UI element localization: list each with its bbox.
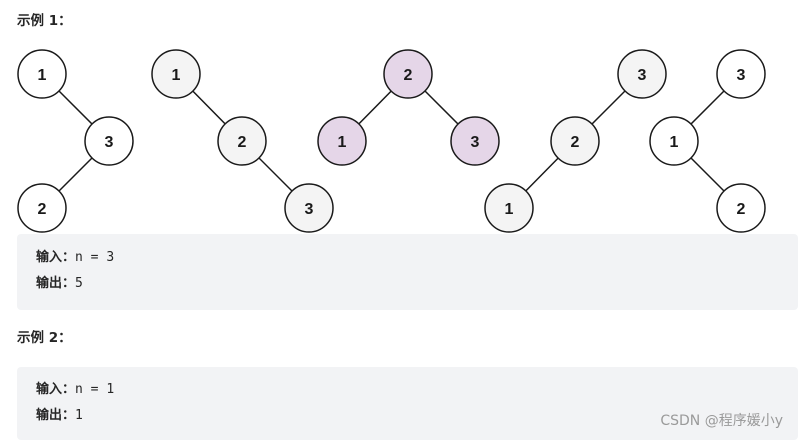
svg-text:1: 1 <box>505 201 514 218</box>
svg-text:3: 3 <box>737 67 746 84</box>
input-value: n = 1 <box>75 382 115 397</box>
svg-text:2: 2 <box>404 67 413 84</box>
tree-4-node: 3 <box>617 49 667 99</box>
svg-text:3: 3 <box>638 67 647 84</box>
input-value: n = 3 <box>75 250 115 265</box>
output-value: 5 <box>75 276 83 291</box>
csdn-watermark: CSDN @程序媛小y <box>660 413 783 429</box>
example-2-heading: 示例 2： <box>17 330 72 346</box>
output-label: 输出： <box>36 408 76 423</box>
tree-4-node: 1 <box>484 183 534 233</box>
svg-text:2: 2 <box>571 134 580 151</box>
example-2-code-block: 输入：n = 1 输出：1 <box>17 367 798 440</box>
svg-text:3: 3 <box>471 134 480 151</box>
example-2-input-line: 输入：n = 1 <box>36 381 114 399</box>
tree-2-node: 2 <box>217 116 267 166</box>
svg-text:3: 3 <box>105 134 114 151</box>
svg-text:1: 1 <box>172 67 181 84</box>
tree-5-node: 2 <box>716 183 766 233</box>
output-label: 输出： <box>36 276 76 291</box>
example-1-output-line: 输出：5 <box>36 275 83 293</box>
svg-text:2: 2 <box>38 201 47 218</box>
svg-text:2: 2 <box>737 201 746 218</box>
svg-text:2: 2 <box>238 134 247 151</box>
example-1-input-line: 输入：n = 3 <box>36 249 114 267</box>
tree-3-node: 3 <box>450 116 500 166</box>
tree-2-node: 3 <box>284 183 334 233</box>
tree-1-node: 2 <box>17 183 67 233</box>
example-2-output-line: 输出：1 <box>36 407 83 425</box>
example-1-code-block: 输入：n = 3 输出：5 <box>17 234 798 310</box>
example-1-heading: 示例 1： <box>17 13 72 29</box>
input-label: 输入： <box>36 382 76 397</box>
input-label: 输入： <box>36 250 76 265</box>
tree-3-node: 1 <box>317 116 367 166</box>
output-value: 1 <box>75 408 83 423</box>
tree-5-node: 1 <box>649 116 699 166</box>
svg-text:1: 1 <box>338 134 347 151</box>
svg-text:1: 1 <box>670 134 679 151</box>
svg-text:3: 3 <box>305 201 314 218</box>
tree-1-node: 1 <box>17 49 67 99</box>
bst-diagram: 1 3 2 1 2 3 2 1 3 3 2 1 3 1 2 <box>17 49 766 233</box>
svg-text:1: 1 <box>38 67 47 84</box>
tree-3-node: 2 <box>383 49 433 99</box>
tree-4-node: 2 <box>550 116 600 166</box>
tree-5-node: 3 <box>716 49 766 99</box>
tree-2-node: 1 <box>151 49 201 99</box>
tree-1-node: 3 <box>84 116 134 166</box>
